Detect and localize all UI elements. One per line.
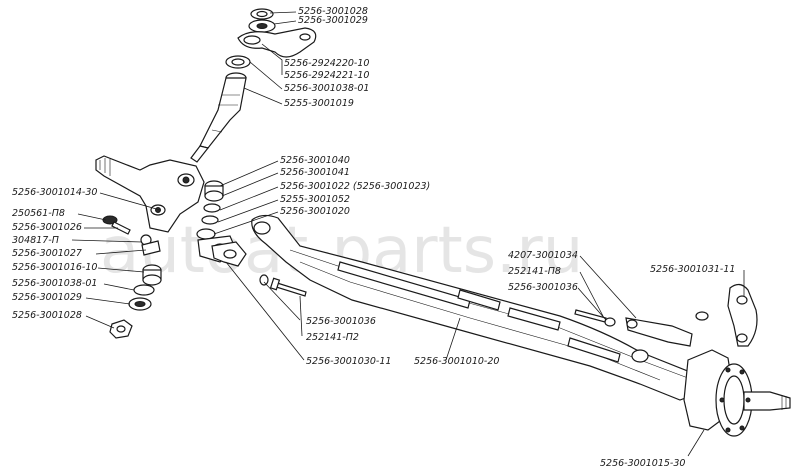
label-5256-3001010-20: 5256-3001010-20 <box>414 356 499 367</box>
label-5256-3001036-right: 5256-3001036 <box>508 282 578 293</box>
right-clamp <box>727 283 758 347</box>
label-5256-3001040: 5256-3001040 <box>280 155 350 166</box>
label-5256-3001031-11: 5256-3001031-11 <box>650 264 735 275</box>
left-steering-knuckle <box>95 155 205 233</box>
right-steering-knuckle <box>683 349 791 437</box>
part-labels: 5256-3001028 5256-3001029 5256-2924220-1… <box>12 6 735 469</box>
label-5256-3001027: 5256-3001027 <box>12 248 82 259</box>
label-5256-3001036-left: 5256-3001036 <box>306 316 376 327</box>
label-5256-2924221-10: 5256-2924221-10 <box>284 70 369 81</box>
label-4207-3001034: 4207-3001034 <box>508 250 578 261</box>
right-tie-rod-arm <box>625 317 693 347</box>
label-5256-3001038-01-left: 5256-3001038-01 <box>12 278 97 289</box>
label-5256-3001029-left: 5256-3001029 <box>12 292 82 303</box>
left-bolt <box>259 274 307 297</box>
label-5256-3001028-left: 5256-3001028 <box>12 310 82 321</box>
label-5255-3001052: 5255-3001052 <box>280 194 350 205</box>
label-250561-p8: 250561-П8 <box>12 208 65 219</box>
top-nut-and-washer <box>248 8 276 33</box>
leader-lines <box>71 11 745 457</box>
label-5256-2924220-10: 5256-2924220-10 <box>284 58 369 69</box>
right-bolt <box>574 309 709 327</box>
label-5256-3001015-30: 5256-3001015-30 <box>600 458 685 469</box>
kingpin <box>190 55 251 163</box>
label-5256-3001030-11: 5256-3001030-11 <box>306 356 391 367</box>
steering-arm <box>237 27 317 58</box>
label-304817-p: 304817-П <box>12 235 59 246</box>
label-5255-3001019: 5255-3001019 <box>284 98 354 109</box>
label-5256-3001041: 5256-3001041 <box>280 167 350 178</box>
label-5256-3001029-top: 5256-3001029 <box>298 15 368 26</box>
label-5256-3001016-10: 5256-3001016-10 <box>12 262 97 273</box>
label-5256-3001020: 5256-3001020 <box>280 206 350 217</box>
parts-drawing <box>95 8 791 437</box>
label-5256-3001026: 5256-3001026 <box>12 222 82 233</box>
label-5256-3001028-top: 5256-3001028 <box>298 6 368 17</box>
label-5256-3001022: 5256-3001022 (5256-3001023) <box>280 181 430 192</box>
label-5256-3001038-01-top: 5256-3001038-01 <box>284 83 369 94</box>
left-hardware-column <box>102 215 162 339</box>
front-axle-beam <box>251 214 697 401</box>
label-5256-3001014-30: 5256-3001014-30 <box>12 187 97 198</box>
label-252141-p8: 252141-П8 <box>508 266 561 277</box>
label-252141-p2: 252141-П2 <box>306 332 359 343</box>
left-clamp <box>211 241 247 267</box>
